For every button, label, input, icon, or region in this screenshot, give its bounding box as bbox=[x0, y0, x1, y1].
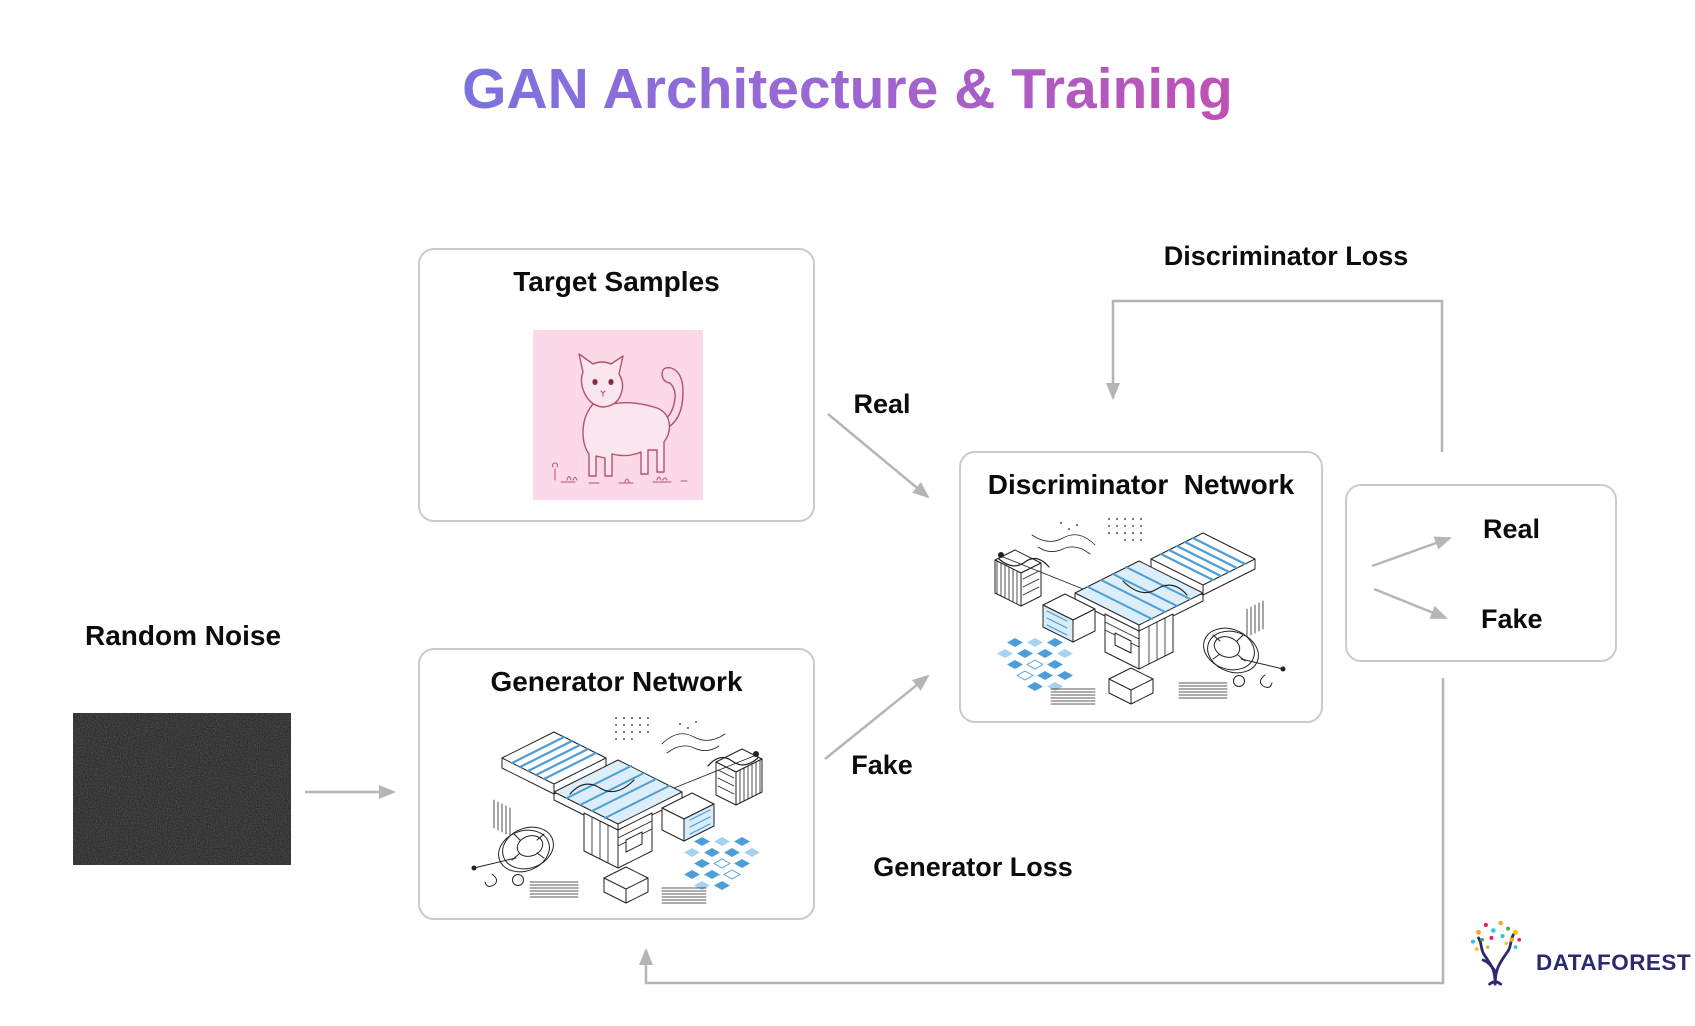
discriminator-loss-label: Discriminator Loss bbox=[1163, 241, 1409, 271]
output-real-label: Real bbox=[1483, 514, 1541, 544]
discriminator-network-title: Discriminator Network bbox=[987, 469, 1295, 500]
random-noise-image bbox=[73, 713, 291, 865]
output-decision-node: Real Fake bbox=[1345, 484, 1617, 662]
dataforest-wordmark: DATAFOREST bbox=[1536, 950, 1692, 975]
fake-edge-label: Fake bbox=[851, 750, 913, 780]
arrow-generator-to-discriminator bbox=[824, 674, 930, 760]
target-samples-node: Target Samples bbox=[418, 248, 815, 522]
real-edge-label: Real bbox=[853, 389, 911, 419]
noise-texture bbox=[73, 713, 291, 865]
dataforest-tree-icon bbox=[1470, 920, 1522, 986]
discriminator-illustration bbox=[991, 511, 1291, 716]
arrow-discriminator-loss bbox=[1106, 299, 1444, 452]
cat-sample-image bbox=[533, 330, 703, 500]
arrow-target-to-discriminator bbox=[827, 413, 930, 499]
target-samples-title: Target Samples bbox=[513, 266, 720, 297]
output-fake-label: Fake bbox=[1481, 604, 1543, 634]
generator-loss-label: Generator Loss bbox=[873, 852, 1073, 882]
generator-network-title: Generator Network bbox=[490, 666, 743, 697]
discriminator-network-node: Discriminator Network bbox=[959, 451, 1323, 723]
generator-network-node: Generator Network bbox=[418, 648, 815, 920]
random-noise-label: Random Noise bbox=[84, 620, 282, 651]
generator-illustration bbox=[466, 710, 766, 915]
page-title: GAN Architecture & Training bbox=[0, 56, 1695, 122]
cat-illustration bbox=[533, 330, 703, 500]
dataforest-logo: DATAFOREST bbox=[1460, 912, 1692, 986]
